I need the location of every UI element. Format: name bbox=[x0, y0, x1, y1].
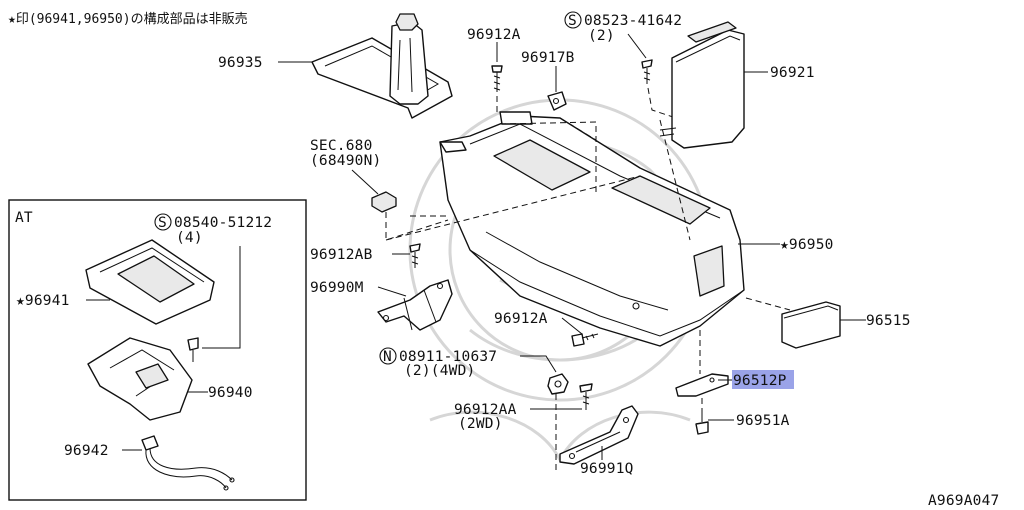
label-96912aa: 96912AA bbox=[454, 402, 517, 418]
console-lid-part[interactable] bbox=[659, 21, 745, 149]
label-96942: 96942 bbox=[64, 443, 109, 459]
label-08523-qty: (2) bbox=[588, 28, 615, 44]
label-96941: ★96941 bbox=[16, 293, 70, 309]
label-96950: ★96950 bbox=[780, 237, 834, 253]
label-sec680-ref: (68490N) bbox=[310, 153, 381, 169]
label-96515: 96515 bbox=[866, 313, 911, 329]
ashtray-96515[interactable] bbox=[781, 301, 841, 349]
s-symbol-icon bbox=[564, 11, 582, 29]
label-08911-qty: (2)(4WD) bbox=[404, 363, 475, 379]
label-96990m: 96990M bbox=[310, 280, 364, 296]
label-96991q: 96991Q bbox=[580, 461, 634, 477]
sec680-cap-part[interactable] bbox=[371, 191, 397, 213]
finisher-96940[interactable] bbox=[87, 337, 193, 421]
bracket-96990m[interactable] bbox=[377, 279, 453, 331]
diagram-id: A969A047 bbox=[928, 493, 999, 509]
screw-96912a-top[interactable] bbox=[491, 65, 503, 92]
label-96912ab: 96912AB bbox=[310, 247, 373, 263]
label-96912aa-note: (2WD) bbox=[458, 416, 503, 432]
bracket-96512p[interactable] bbox=[675, 373, 729, 397]
center-console-part[interactable] bbox=[439, 111, 745, 347]
label-96935: 96935 bbox=[218, 55, 263, 71]
label-96917b: 96917B bbox=[521, 50, 575, 66]
shift-boot-part[interactable] bbox=[311, 13, 453, 119]
label-08523: 08523-41642 bbox=[584, 13, 682, 29]
n-symbol-text: N bbox=[383, 349, 392, 365]
n-symbol-icon bbox=[379, 347, 397, 365]
label-96940: 96940 bbox=[208, 385, 253, 401]
label-08540-qty: (4) bbox=[176, 230, 203, 246]
label-08911: 08911-10637 bbox=[399, 349, 497, 365]
clip-96917b[interactable] bbox=[547, 91, 567, 111]
inset-title: AT bbox=[15, 210, 33, 226]
label-sec680: SEC.680 bbox=[310, 138, 373, 154]
highlight-96512p bbox=[732, 370, 794, 389]
screw-96912a-mid[interactable] bbox=[571, 333, 599, 347]
screw-08523[interactable] bbox=[641, 59, 653, 84]
label-96951a: 96951A bbox=[736, 413, 790, 429]
indicator-bezel-96941[interactable] bbox=[85, 239, 215, 325]
assembly-note: ★印(96941,96950)の構成部品は非販売 bbox=[8, 11, 248, 27]
nut-08911[interactable] bbox=[547, 373, 569, 395]
screw-96912ab[interactable] bbox=[409, 243, 421, 268]
label-96921: 96921 bbox=[770, 65, 815, 81]
s-symbol-icon-inset bbox=[154, 213, 172, 231]
s-symbol-text-inset: S bbox=[158, 215, 167, 231]
at-inset-box bbox=[8, 199, 307, 501]
bracket-96991q[interactable] bbox=[559, 405, 639, 465]
screw-96912aa[interactable] bbox=[579, 383, 593, 410]
label-96512p[interactable]: 96512P bbox=[733, 373, 787, 389]
bulb-harness-96942[interactable] bbox=[141, 435, 235, 491]
s-symbol-text: S bbox=[568, 13, 577, 29]
screw-08540[interactable] bbox=[187, 337, 199, 362]
screw-96951a[interactable] bbox=[695, 408, 709, 435]
label-08540: 08540-51212 bbox=[174, 215, 272, 231]
label-96912a-mid: 96912A bbox=[494, 311, 548, 327]
label-96912a-top: 96912A bbox=[467, 27, 521, 43]
